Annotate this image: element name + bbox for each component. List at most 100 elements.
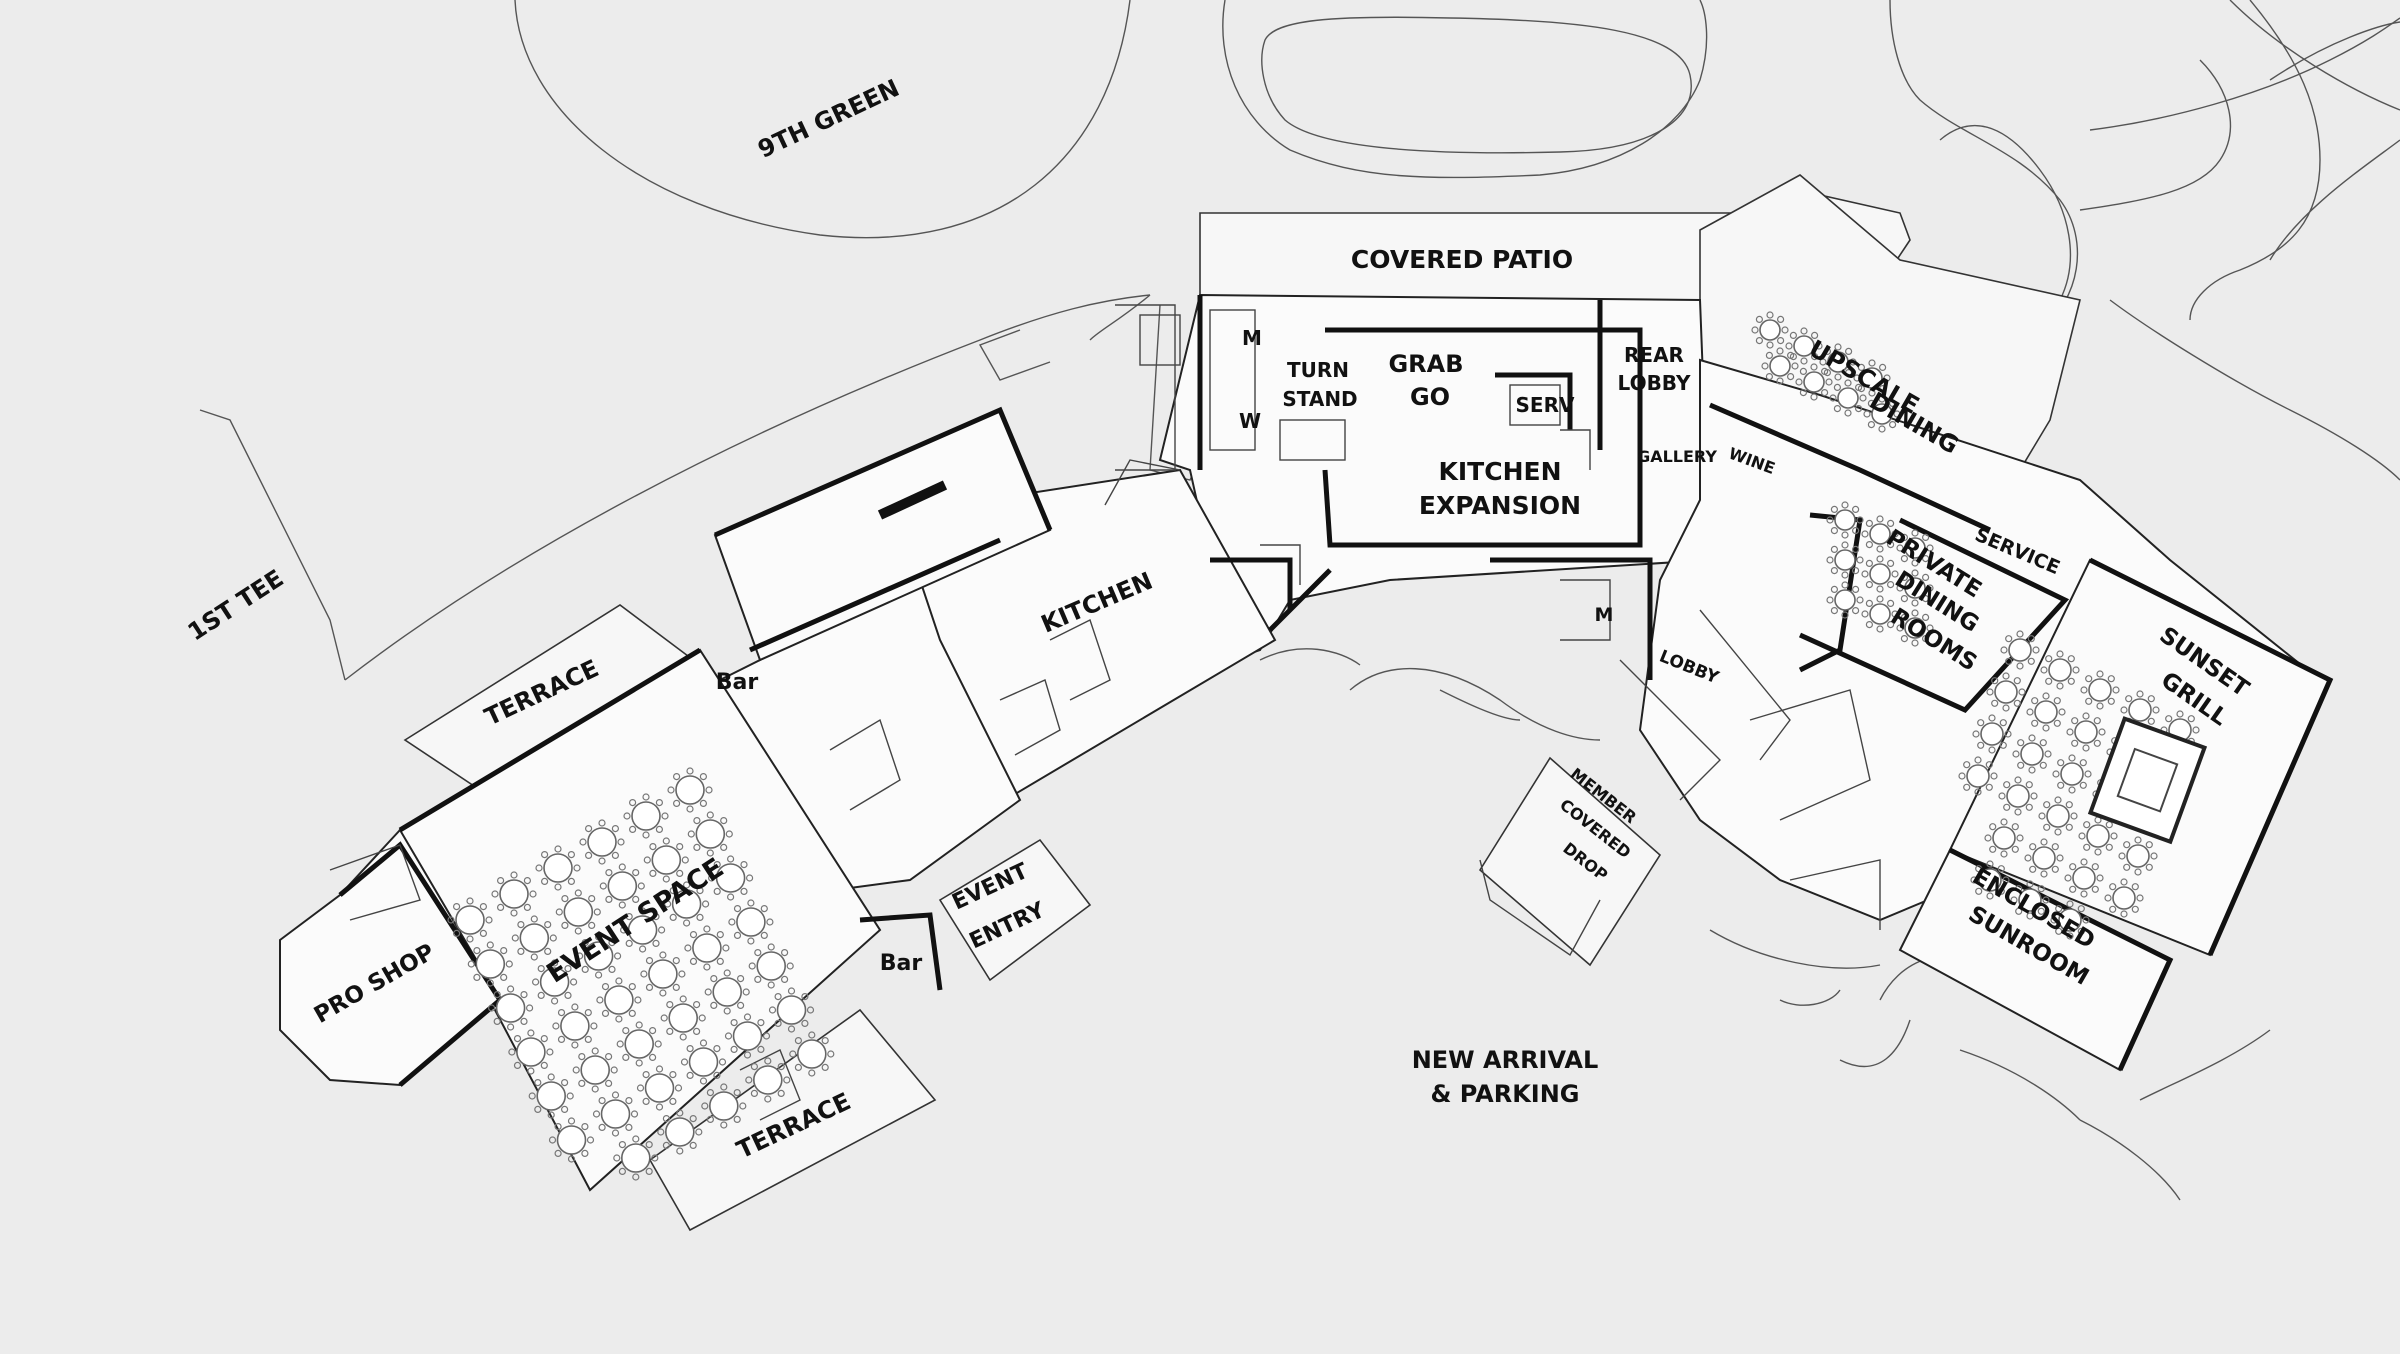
event-entry-porch [938,838,1092,982]
round-table [684,925,730,971]
round-table [2052,754,2092,794]
round-table [1970,860,2010,900]
round-table [575,933,622,979]
round-table [789,1031,835,1077]
round-table [657,1109,703,1155]
round-table [623,793,669,839]
round-table [491,871,537,917]
round-table [1751,311,1789,349]
grab-go-label-line2: GO [1410,383,1450,411]
round-table [1958,756,1998,796]
turn-stand-label-line2: STAND [1282,387,1357,411]
round-table [704,969,750,1015]
round-table [1861,515,1899,553]
turn-stand-label-line1: TURN [1287,358,1349,382]
round-table [724,1013,771,1059]
round-table [447,897,493,943]
round-table [680,1039,727,1085]
round-table [1795,363,1833,401]
details [329,304,1881,1121]
bar-top-label: Bar [716,670,759,695]
grab-go-label-line1: GRAB [1388,350,1463,378]
round-table [1972,714,2012,754]
round-table [579,819,625,865]
men-restroom-label-top: M [1242,326,1262,350]
round-table [2024,838,2064,878]
round-table [511,915,557,961]
round-table [2066,712,2106,752]
round-table [619,907,666,953]
round-table [1896,529,1934,567]
round-table [531,959,578,1005]
round-table [572,1047,618,1093]
round-table [535,845,581,891]
round-table [728,899,774,945]
rear-lobby-label-line1: REAR [1624,343,1684,367]
women-restroom-label: W [1239,409,1261,433]
bar-bottom-label: Bar [880,951,923,976]
ninth-green-label: 9TH GREEN [754,74,904,164]
round-table [1863,395,1901,433]
round-table [2038,796,2078,836]
round-table [2012,734,2052,774]
round-table [548,1117,595,1163]
kitchen-expansion-label-line2: EXPANSION [1419,491,1581,520]
round-table [1998,776,2038,816]
round-table [1896,569,1934,607]
round-table [1986,672,2026,712]
round-table [1829,379,1867,417]
round-table [1826,581,1864,619]
round-table [1853,359,1891,397]
round-table [2078,816,2118,856]
round-table [745,1057,791,1103]
kitchen-expansion-label-line1: KITCHEN [1439,457,1562,486]
dining-tables [1751,311,2208,940]
round-table [643,837,689,883]
round-table [1896,609,1934,647]
round-table [508,1029,554,1075]
event-space-tables [447,767,835,1181]
round-table [663,881,710,927]
sunset-grill-bar [2087,716,2208,845]
round-table [1861,555,1899,593]
round-table [1785,327,1823,365]
round-table [768,987,815,1033]
round-table [2040,650,2080,690]
round-table [1819,343,1857,381]
round-table [552,1003,598,1049]
round-table [488,985,534,1031]
round-table [667,767,713,813]
round-table [701,1083,747,1129]
member-drop-area [1478,756,1662,967]
round-table [2080,670,2120,710]
round-table [1826,541,1864,579]
round-table [1826,501,1864,539]
round-table [2000,630,2040,670]
first-tee-label: 1ST TEE [183,564,289,646]
rear-lobby-label-line2: LOBBY [1618,371,1691,395]
round-table [613,1135,659,1181]
terrace-bottom-area [648,1008,937,1232]
serv-label: SERV [1516,393,1575,417]
round-table [592,1091,639,1137]
round-table [467,941,513,987]
round-table [636,1065,683,1111]
walls [338,295,2334,1087]
round-table [616,1021,662,1067]
round-table [2050,900,2090,940]
round-table [555,889,601,935]
round-table [640,951,686,997]
covered-patio-label: COVERED PATIO [1351,245,1573,274]
round-table [748,943,794,989]
round-table [707,855,754,901]
round-table [687,811,733,857]
round-table [528,1073,574,1119]
round-table [2104,878,2144,918]
round-table [596,977,642,1023]
round-table [1761,347,1799,385]
arrival-label-line2: & PARKING [1430,1080,1579,1108]
patios [403,174,2081,1232]
gallery-label: GALLERY [1637,447,1717,466]
round-table [1861,595,1899,633]
